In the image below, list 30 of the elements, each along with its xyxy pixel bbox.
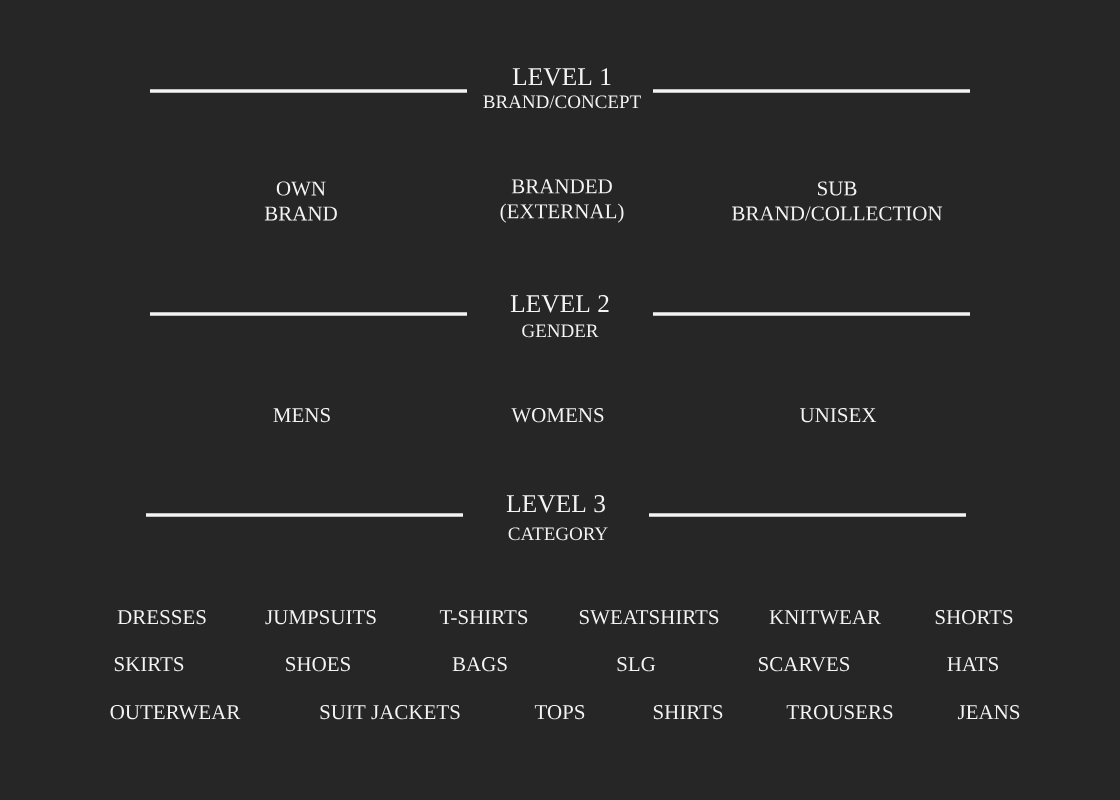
category-label: SCARVES xyxy=(759,657,850,672)
category-label: SKIRTS xyxy=(114,657,184,672)
option-label: MENS xyxy=(273,408,330,423)
category-label: HATS xyxy=(947,657,998,672)
category-label: SHIRTS xyxy=(653,705,723,720)
level-heading: LEVEL 3 xyxy=(506,495,605,513)
option-label: BRANDED (EXTERNAL) xyxy=(500,179,624,223)
level-subtitle: GENDER xyxy=(522,324,599,338)
option-label: WOMENS xyxy=(511,408,604,423)
category-label: OUTERWEAR xyxy=(110,705,241,720)
level-subtitle: BRAND/CONCEPT xyxy=(483,95,641,109)
category-label: SUIT JACKETS xyxy=(320,705,460,720)
option-label: UNISEX xyxy=(799,408,877,423)
category-label: BAGS xyxy=(452,657,507,672)
category-label: JUMPSUITS xyxy=(265,610,376,625)
category-label: TROUSERS xyxy=(786,705,893,720)
level-heading: LEVEL 1 xyxy=(512,68,611,86)
category-label: T-SHIRTS xyxy=(439,610,528,625)
category-label: JEANS xyxy=(957,705,1020,720)
level-heading: LEVEL 2 xyxy=(510,295,609,313)
option-label: SUB BRAND/COLLECTION xyxy=(732,181,943,221)
category-label: SHORTS xyxy=(935,610,1013,625)
category-label: SHOES xyxy=(286,657,350,672)
category-label: TOPS xyxy=(534,705,585,720)
category-label: KNITWEAR xyxy=(769,610,881,625)
category-label: DRESSES xyxy=(117,610,206,625)
level-subtitle: CATEGORY xyxy=(508,527,608,541)
category-label: SLG xyxy=(617,657,656,672)
option-label: OWN BRAND xyxy=(264,181,337,221)
category-label: SWEATSHIRTS xyxy=(579,610,719,625)
